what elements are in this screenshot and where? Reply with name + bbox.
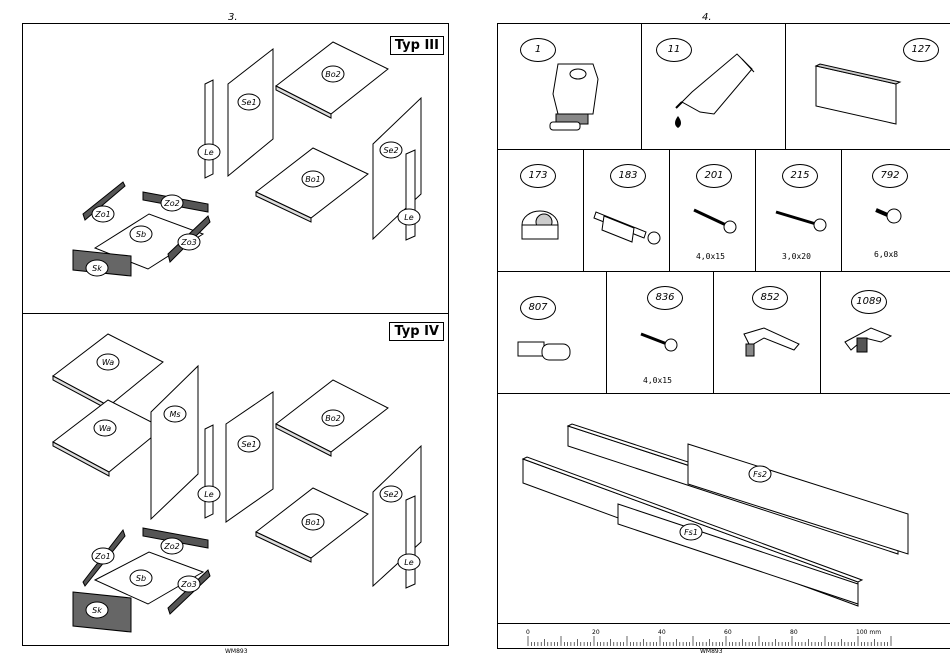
slide-label: Fs2 <box>753 470 767 479</box>
hardware-cell: 1 <box>498 24 642 150</box>
part-label: Ms <box>169 410 180 419</box>
screw-dimension: 6,0x8 <box>874 250 898 259</box>
hardware-cell: 215 3,0x20 <box>756 150 842 272</box>
cam-lock-icon <box>498 150 584 272</box>
hardware-cell: 792 6,0x8 <box>842 150 950 272</box>
glue-tube-icon <box>642 24 786 150</box>
page-number: 4. <box>702 12 712 23</box>
assembly-panel-typ-iii: Typ III <box>22 23 449 315</box>
part-label: Wa <box>102 358 114 367</box>
part-label: Zo3 <box>180 580 196 589</box>
part-label: Zo1 <box>94 552 110 561</box>
part-label: Se2 <box>383 146 398 155</box>
part-label: Zo2 <box>163 542 179 551</box>
part-label: Le <box>204 148 213 157</box>
hardware-cell: 201 4,0x15 <box>670 150 756 272</box>
exploded-view-diagram: Bo2 Se1 Le Bo1 Se2 Le Zo2 Zo1 Sb Zo3 Sk <box>23 24 448 314</box>
connector-bolt-icon <box>584 150 670 272</box>
ruler-tick-label: 100 mm <box>856 629 881 636</box>
hardware-cell: 11 <box>642 24 786 150</box>
ruler-tick-label: 0 <box>526 629 530 636</box>
dowel-icon <box>498 272 607 394</box>
part-label: Zo2 <box>163 199 179 208</box>
part-label: Le <box>204 490 213 499</box>
part-label: Bo1 <box>305 518 320 527</box>
part-label: Bo1 <box>305 175 320 184</box>
part-label: Zo3 <box>180 238 196 247</box>
hardware-cell: 127 <box>786 24 950 150</box>
part-label: Le <box>404 558 413 567</box>
hardware-grid: 1 11 127 173 <box>497 23 950 649</box>
hardware-cell: 173 <box>498 150 584 272</box>
part-label: Bo2 <box>325 70 340 79</box>
part-label: Zo1 <box>94 210 110 219</box>
hardware-cell: 1089 <box>821 272 950 394</box>
part-label: Sb <box>136 574 146 583</box>
part-label: Sb <box>136 230 146 239</box>
page-number: 3. <box>228 12 238 23</box>
hardware-cell: 183 <box>584 150 670 272</box>
left-page: 3. Typ III <box>0 0 470 671</box>
ruler-tick-label: 20 <box>592 629 600 636</box>
drawer-clip-icon <box>821 272 950 394</box>
part-label: Wa <box>99 424 111 433</box>
part-label: Bo2 <box>325 414 340 423</box>
drawer-slide-cell: Fs2 Fs1 <box>498 394 950 624</box>
ruler-tick-label: 60 <box>724 629 732 636</box>
clip-icon <box>714 272 821 394</box>
hardware-cell: 852 <box>714 272 821 394</box>
part-label: Le <box>404 213 413 222</box>
part-label: Se1 <box>241 440 256 449</box>
part-label: Se1 <box>241 98 256 107</box>
part-label: Sk <box>92 606 102 615</box>
hardware-cell: 807 <box>498 272 607 394</box>
drawer-slide-diagram: Fs2 Fs1 <box>498 394 950 624</box>
ruler-tick-label: 80 <box>790 629 798 636</box>
screw-dimension: 3,0x20 <box>782 252 811 261</box>
right-page: 4. 1 11 127 <box>480 0 950 671</box>
part-label: Se2 <box>383 490 398 499</box>
shelf-support-icon <box>498 24 642 150</box>
exploded-view-diagram: Wa Wa Ms Bo2 Se1 Le Bo1 Se2 Le Zo2 Zo1 S… <box>23 314 448 645</box>
ruler: 0 20 40 60 80 100 mm <box>498 624 950 648</box>
screw-dimension: 4,0x15 <box>696 252 725 261</box>
ruler-tick-label: 40 <box>658 629 666 636</box>
part-label: Sk <box>92 264 102 273</box>
footer-code: WM893 <box>225 648 248 655</box>
hardware-cell: 836 4,0x15 <box>607 272 714 394</box>
footer-code: WM893 <box>700 648 723 655</box>
ruler-scale: 0 20 40 60 80 100 mm <box>498 624 950 648</box>
assembly-panel-typ-iv: Typ IV <box>22 313 449 646</box>
slide-label: Fs1 <box>684 528 698 537</box>
board-icon <box>786 24 950 150</box>
screw-dimension: 4,0x15 <box>643 376 672 385</box>
